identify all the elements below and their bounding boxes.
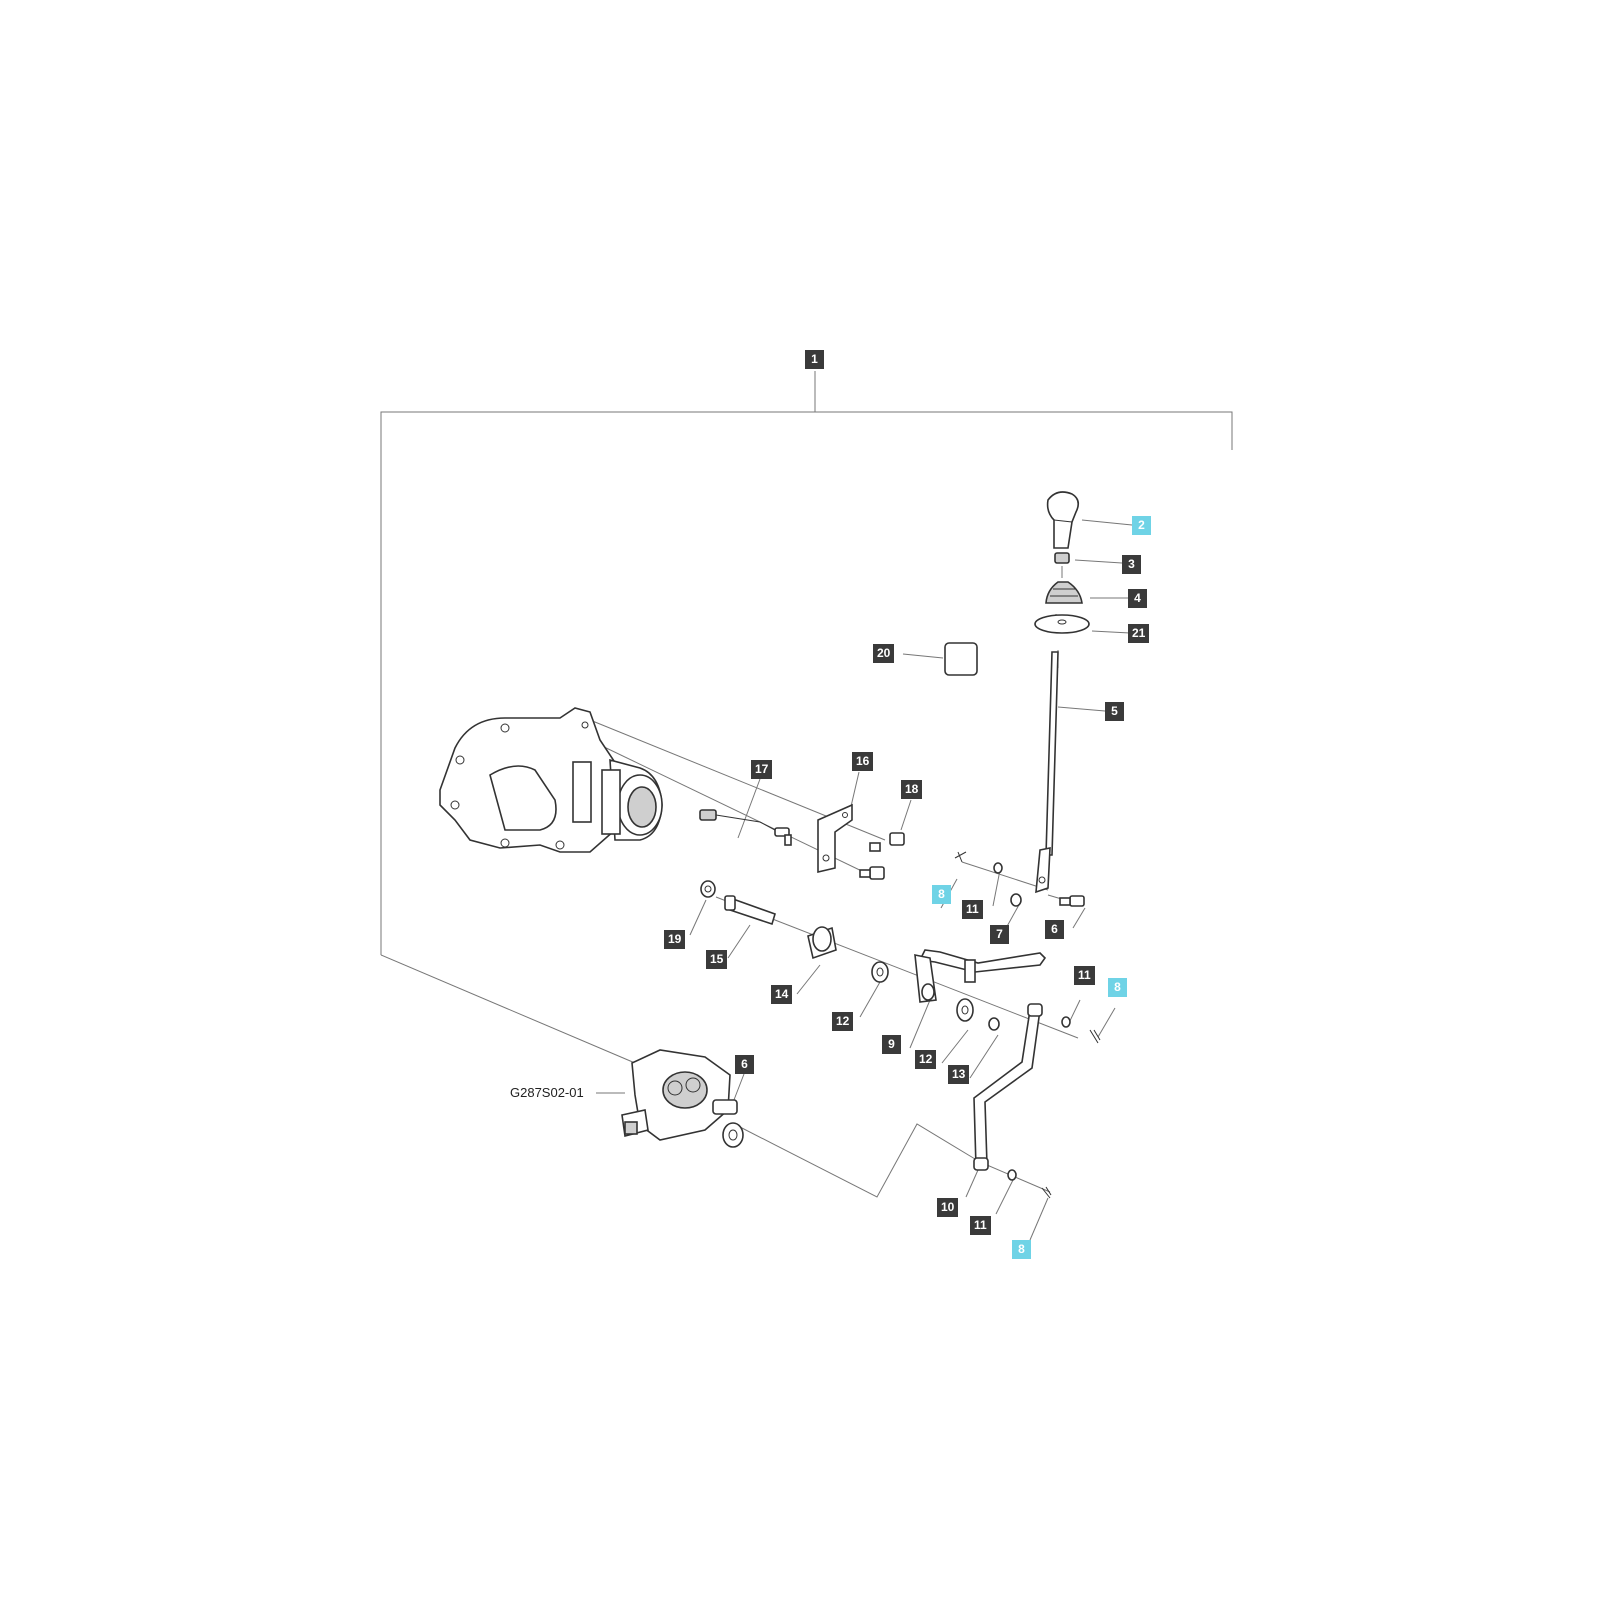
callout-2[interactable]: 2 [1132,516,1151,535]
callout-11-right[interactable]: 11 [1074,966,1095,985]
rubber-boot [1045,581,1083,604]
callout-8-lower[interactable]: 8 [1012,1240,1031,1259]
callout-4[interactable]: 4 [1128,589,1147,608]
callout-8-upper[interactable]: 8 [932,885,951,904]
callout-10[interactable]: 10 [937,1198,959,1217]
shift-knob [1046,491,1080,549]
lock-nut [1054,552,1070,564]
transmission-housing [439,707,663,853]
gearbox-assembly [621,1049,744,1148]
assembly-bracket [380,371,1233,1198]
callout-14[interactable]: 14 [771,985,793,1004]
right-hardware [1007,1016,1101,1199]
shifter-arm [914,949,1047,1031]
sensor-cable [699,809,792,846]
callout-7[interactable]: 7 [990,925,1009,944]
linkage-rod [973,1003,1043,1171]
callout-11-upper[interactable]: 11 [962,900,983,919]
callout-12-left[interactable]: 12 [832,1012,854,1031]
callout-1[interactable]: 1 [805,350,824,369]
callout-8-right[interactable]: 8 [1108,978,1127,997]
lever-hardware [954,851,1085,907]
callout-12-right[interactable]: 12 [915,1050,937,1069]
callout-5[interactable]: 5 [1105,702,1124,721]
callout-11-lower[interactable]: 11 [970,1216,991,1235]
callout-6-upper[interactable]: 6 [1045,920,1064,939]
shift-lever [1035,651,1059,894]
figure-id-label[interactable]: G287S02-01 [510,1085,584,1100]
callout-6-lower[interactable]: 6 [735,1055,754,1074]
shaft-stack [700,880,889,983]
callout-13[interactable]: 13 [948,1065,970,1084]
callout-9[interactable]: 9 [882,1035,901,1054]
callout-21[interactable]: 21 [1128,624,1150,643]
callout-16[interactable]: 16 [852,752,874,771]
boot-plate [1034,614,1090,634]
cover-plate [944,642,978,676]
callout-3[interactable]: 3 [1122,555,1141,574]
callout-18[interactable]: 18 [901,780,923,799]
bracket-bolts [859,832,905,880]
callout-17[interactable]: 17 [751,760,773,779]
mounting-bracket [817,803,853,874]
callout-15[interactable]: 15 [706,950,728,969]
callout-20[interactable]: 20 [873,644,895,663]
callout-19[interactable]: 19 [664,930,686,949]
